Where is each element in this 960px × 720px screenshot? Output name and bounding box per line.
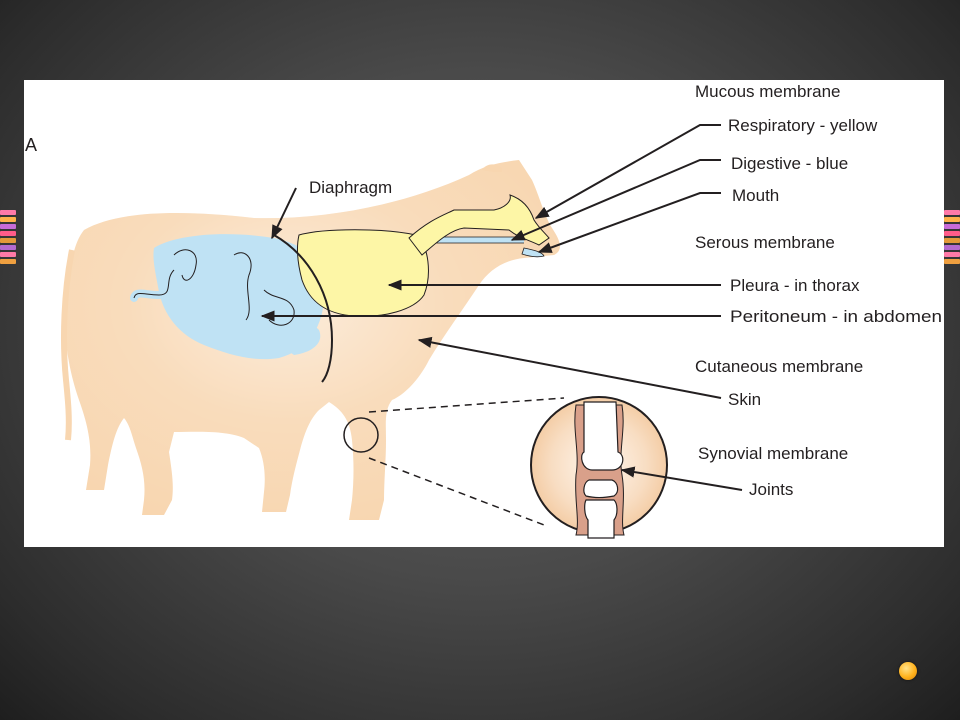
- arrow-skin: [417, 336, 722, 399]
- cow-membrane-diagram: A: [25, 82, 942, 539]
- edge-stripe: [0, 259, 16, 264]
- edge-stripe: [944, 224, 960, 229]
- edge-stripe: [944, 259, 960, 264]
- label-joints: Joints: [749, 480, 793, 499]
- left-edge-decoration: [0, 210, 16, 268]
- edge-stripe: [0, 231, 16, 236]
- edge-stripe: [0, 217, 16, 222]
- joint-magnified-view: [530, 396, 668, 539]
- edge-stripe: [0, 238, 16, 243]
- label-digestive: Digestive - blue: [731, 154, 848, 173]
- label-cutaneous-membrane: Cutaneous membrane: [695, 357, 863, 376]
- respiratory-tract: [297, 194, 550, 317]
- panel-letter: A: [25, 135, 37, 155]
- edge-stripe: [944, 210, 960, 215]
- slide-bullet-marker: [899, 662, 917, 680]
- callout-arrows: [260, 124, 743, 491]
- edge-stripe: [0, 210, 16, 215]
- label-respiratory: Respiratory - yellow: [728, 116, 878, 135]
- edge-stripe: [944, 245, 960, 250]
- label-diaphragm: Diaphragm: [309, 178, 392, 197]
- zoom-lines: [368, 397, 565, 526]
- right-edge-decoration: [944, 210, 960, 268]
- label-pleura: Pleura - in thorax: [730, 276, 860, 295]
- edge-stripe: [944, 238, 960, 243]
- label-synovial-membrane: Synovial membrane: [698, 444, 848, 463]
- arrow-digestive: [510, 159, 721, 241]
- label-mouth: Mouth: [732, 186, 779, 205]
- label-serous-membrane: Serous membrane: [695, 233, 835, 252]
- edge-stripe: [0, 245, 16, 250]
- arrow-diaphragm: [271, 187, 297, 240]
- label-skin: Skin: [728, 390, 761, 409]
- skin-sample-circle: [343, 417, 379, 453]
- edge-stripe: [0, 252, 16, 257]
- edge-stripe: [944, 231, 960, 236]
- diaphragm-line: [273, 234, 334, 383]
- label-mucous-membrane: Mucous membrane: [695, 82, 841, 101]
- arrow-respiratory: [534, 124, 721, 219]
- edge-stripe: [0, 224, 16, 229]
- label-peritoneum: Peritoneum - in abdomen: [730, 307, 942, 326]
- edge-stripe: [944, 252, 960, 257]
- arrow-joints: [620, 466, 743, 491]
- diagram-panel: A: [24, 80, 944, 547]
- edge-stripe: [944, 217, 960, 222]
- arrow-mouth: [537, 192, 721, 253]
